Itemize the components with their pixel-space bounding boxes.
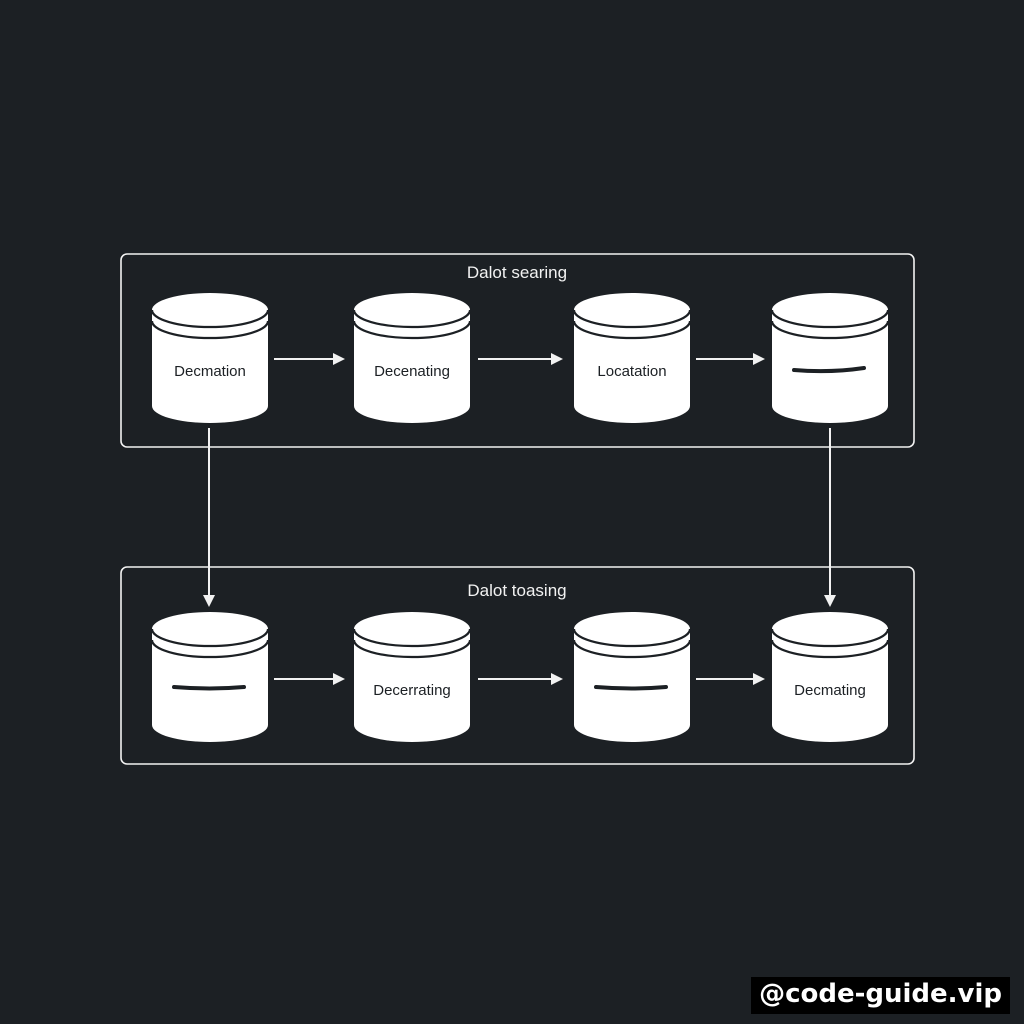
arrow-vertical-left	[203, 428, 215, 607]
arrow-top-3-4	[696, 353, 765, 365]
arrow-bottom-2-3	[478, 673, 563, 685]
group-frame-top	[120, 253, 915, 448]
node-bottom-4[interactable]: Decmating	[770, 610, 890, 744]
group-title-top: Dalot searing	[467, 263, 567, 282]
arrow-bottom-1-2	[274, 673, 345, 685]
node-label: Decmating	[794, 682, 866, 699]
node-bottom-3[interactable]	[572, 610, 692, 744]
group-title-bottom: Dalot toasing	[467, 581, 566, 600]
arrow-vertical-right	[824, 428, 836, 607]
watermark-label: @code-guide.vip	[751, 976, 1010, 1014]
group-frame-bottom	[120, 566, 915, 765]
node-top-4[interactable]	[770, 291, 890, 425]
dash-mark-icon	[594, 685, 668, 691]
node-label: Decenating	[374, 363, 450, 380]
node-label: Decmation	[174, 363, 246, 380]
dash-mark-icon	[172, 685, 246, 691]
node-bottom-2[interactable]: Decerrating	[352, 610, 472, 744]
node-top-2[interactable]: Decenating	[352, 291, 472, 425]
dash-mark-icon	[792, 366, 866, 374]
node-label: Decerrating	[373, 682, 451, 699]
node-top-1[interactable]: Decmation	[150, 291, 270, 425]
arrow-bottom-3-4	[696, 673, 765, 685]
arrow-top-1-2	[274, 353, 345, 365]
arrow-top-2-3	[478, 353, 563, 365]
node-label: Locatation	[597, 363, 666, 380]
node-bottom-1[interactable]	[150, 610, 270, 744]
node-top-3[interactable]: Locatation	[572, 291, 692, 425]
